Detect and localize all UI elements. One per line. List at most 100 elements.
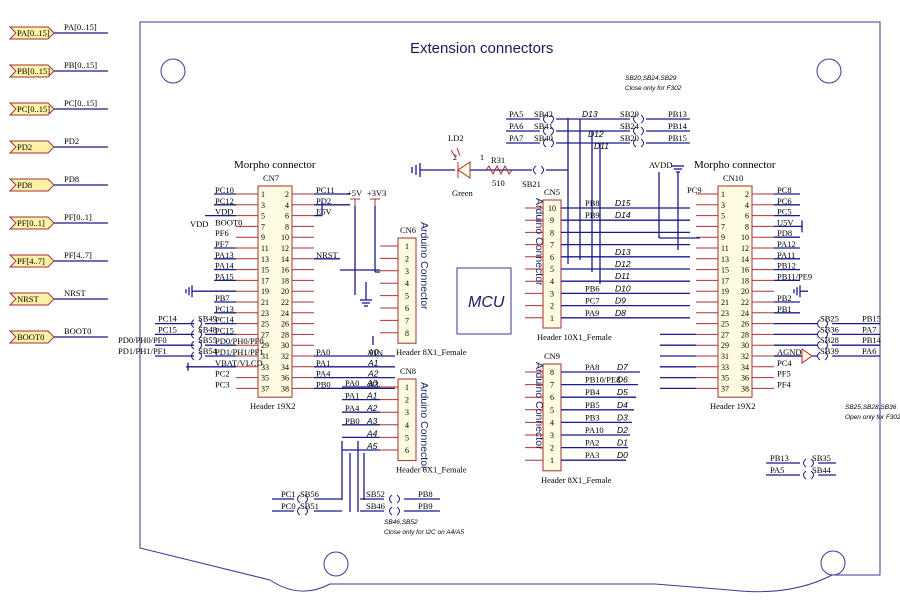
pin-number: 14 bbox=[281, 255, 289, 264]
pin-net-label: PC15 bbox=[215, 325, 234, 335]
solder-bridge bbox=[304, 494, 308, 504]
pin-number: 1 bbox=[721, 190, 725, 199]
arduino-signal: A0 bbox=[367, 347, 379, 357]
solder-bridge bbox=[543, 114, 547, 124]
pin-number: 22 bbox=[741, 298, 749, 307]
pin-number: 2 bbox=[550, 302, 554, 311]
solder-bridge bbox=[803, 470, 807, 480]
connector-ref: CN8 bbox=[400, 366, 416, 376]
arduino-signal: A2 bbox=[366, 403, 378, 413]
bridge-ref: SB48 bbox=[198, 324, 217, 334]
solder-bridge bbox=[540, 165, 544, 175]
solder-bridge bbox=[191, 340, 195, 350]
led-emission-arrows bbox=[450, 147, 461, 159]
pin-net-label: PA15 bbox=[215, 271, 234, 281]
bridge-ref: SB49 bbox=[198, 314, 217, 324]
bridge-ref: SB36 bbox=[820, 324, 839, 334]
pin-number: 26 bbox=[281, 320, 289, 329]
pin-number: 5 bbox=[405, 433, 409, 442]
resistor-zigzag bbox=[485, 164, 513, 176]
mounting-hole bbox=[160, 58, 186, 84]
pin-number: 3 bbox=[550, 431, 554, 440]
arduino-signal: D1 bbox=[617, 438, 628, 448]
bridge-net-label: PB14 bbox=[668, 121, 688, 131]
pin-number: 35 bbox=[721, 374, 729, 383]
solder-bridge bbox=[543, 126, 547, 136]
pin-number: 1 bbox=[405, 383, 409, 392]
pin-number: 2 bbox=[745, 190, 749, 199]
solder-bridge bbox=[824, 319, 828, 328]
pin-number: 5 bbox=[261, 212, 265, 221]
pin-number: 3 bbox=[550, 289, 554, 298]
bus-net-label: PD2 bbox=[64, 136, 79, 146]
solder-bridge bbox=[633, 138, 637, 148]
pin-net-label: VBAT/VLCD bbox=[215, 358, 263, 368]
bus-port-label: PC[0..15] bbox=[17, 104, 50, 114]
pin-number: 22 bbox=[281, 298, 289, 307]
pin-number: 15 bbox=[721, 266, 729, 275]
solder-bridge bbox=[198, 351, 202, 361]
pin-net-label: PA4 bbox=[316, 369, 331, 379]
header-body bbox=[717, 185, 753, 398]
bridge-note: Open only for F302 bbox=[845, 414, 900, 421]
pin-number: 21 bbox=[261, 298, 269, 307]
pin-net-label: PB10/PE8 bbox=[585, 375, 620, 385]
pin-number: 34 bbox=[281, 363, 289, 372]
pin-number: 6 bbox=[745, 212, 749, 221]
connector-heading: Morpho connector bbox=[234, 159, 316, 171]
pin-number: 1 bbox=[405, 242, 409, 251]
pin-number: 8 bbox=[405, 329, 409, 338]
bridge-net-label: PC15 bbox=[158, 324, 177, 334]
pin-number: 18 bbox=[281, 276, 289, 285]
pin-number: 15 bbox=[261, 266, 269, 275]
pin-net-label: PD1/PH1/PF1 bbox=[215, 347, 264, 357]
bus-port-flag bbox=[8, 330, 55, 344]
solder-bridge bbox=[389, 494, 393, 504]
bridge-ref: SB25 bbox=[820, 314, 839, 324]
pin-net-label: PB2 bbox=[777, 293, 792, 303]
bridge-net-label: PC1 bbox=[281, 489, 296, 499]
solder-bridge bbox=[824, 340, 828, 350]
led-ref: LD2 bbox=[448, 133, 464, 143]
page-title: Extension connectors bbox=[410, 40, 553, 57]
arduino-signal: D12 bbox=[615, 259, 631, 269]
bridge-net-label: PA5 bbox=[509, 109, 523, 119]
bridge-net-label: PC0 bbox=[281, 501, 296, 511]
pin-number: 2 bbox=[405, 254, 409, 263]
pin-net-label: PF6 bbox=[215, 228, 229, 238]
bridge-net-label: PB13 bbox=[770, 453, 789, 463]
pin-net-label: PA3 bbox=[585, 450, 599, 460]
solder-bridge bbox=[817, 340, 821, 350]
bridge-ref: SB21 bbox=[522, 179, 541, 189]
pin-number: 6 bbox=[285, 212, 289, 221]
connector-footer: Header 10X1_Female bbox=[537, 332, 612, 342]
arduino-signal: D5 bbox=[617, 387, 628, 397]
solder-bridge bbox=[633, 114, 637, 124]
pin-net-label: PB12 bbox=[777, 261, 796, 271]
connector-ref: CN10 bbox=[723, 173, 743, 183]
pin-net-label: PB5 bbox=[585, 400, 600, 410]
arduino-signal: D11 bbox=[594, 141, 609, 151]
pin-number: 36 bbox=[741, 374, 749, 383]
connector-label: Arduino Connector bbox=[418, 382, 430, 470]
pin-net-label: PC12 bbox=[215, 196, 234, 206]
bridge-ref: SB20 bbox=[620, 133, 639, 143]
resistor-value: 510 bbox=[492, 178, 505, 188]
pin-number: 4 bbox=[745, 201, 749, 210]
pin-number: 10 bbox=[281, 233, 289, 242]
bus-port-label: PF[0..1] bbox=[17, 218, 45, 228]
bus-port-flag bbox=[8, 64, 55, 78]
pin-number: 36 bbox=[281, 374, 289, 383]
arduino-signal: D13 bbox=[582, 109, 598, 119]
bus-net-label: PD8 bbox=[64, 174, 79, 184]
pin-number: 2 bbox=[453, 153, 457, 162]
bridge-ref: SB46 bbox=[366, 501, 385, 511]
connector-footer: Header 19X2 bbox=[250, 401, 296, 411]
solder-bridge bbox=[198, 340, 202, 350]
arduino-signal: D4 bbox=[617, 400, 628, 410]
led-color: Green bbox=[452, 188, 474, 198]
connector-label: Arduino Connector bbox=[533, 362, 545, 450]
pin-number: 8 bbox=[285, 222, 289, 231]
solder-bridge bbox=[389, 506, 393, 516]
